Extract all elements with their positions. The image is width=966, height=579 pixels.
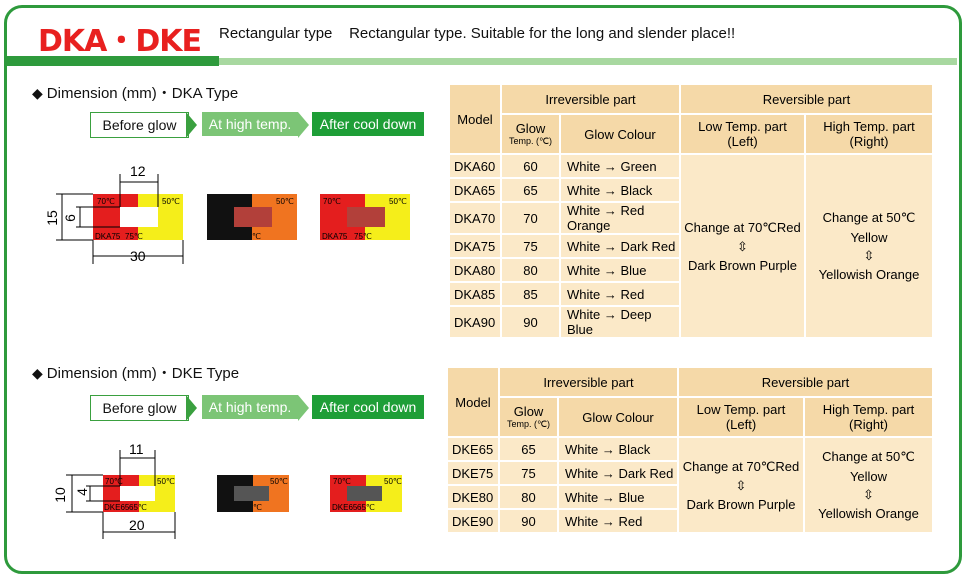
sticker-mid-temp-label: ℃	[252, 232, 261, 241]
sticker-right-temp-label: 50℃	[270, 477, 288, 486]
dka-total-width-label: 30	[130, 248, 146, 264]
diamond-icon: ◆	[32, 85, 43, 101]
dke-spec-table: Model Irreversible part Reversible part …	[446, 366, 934, 534]
high-temp-description: Change at 50℃ Yellow ⇳ Yellowish Orange	[806, 155, 932, 337]
step-after-cool-down: After cool down	[312, 395, 424, 419]
low-temp-description: Change at 70℃Red ⇳ Dark Brown Purple	[679, 438, 803, 532]
sticker-model-label: DKE65	[332, 503, 358, 512]
header-glow-colour: Glow Colour	[561, 115, 679, 153]
dke-step-flow: Before glow At high temp. After cool dow…	[90, 395, 430, 421]
sticker-right-temp-label: 50℃	[276, 197, 294, 206]
updown-arrow-icon: ⇳	[863, 248, 875, 263]
step-at-high-temp: At high temp.	[202, 395, 298, 419]
header-low-temp: Low Temp. part(Left)	[679, 398, 803, 436]
dka-inner-height-label: 6	[61, 214, 78, 222]
dka-step-flow: Before glow At high temp. After cool dow…	[90, 112, 430, 138]
dke-section-title: ◆Dimension (mm)・DKE Type	[32, 365, 240, 382]
sticker-right-temp-label: 50℃	[162, 197, 180, 206]
diamond-icon: ◆	[32, 365, 43, 381]
header-model: Model	[448, 368, 498, 436]
sticker-mid-temp-label: ℃	[253, 503, 262, 512]
dka-section-title: ◆Dimension (mm)・DKA Type	[32, 85, 239, 102]
sticker-left-temp-label: 70℃	[97, 197, 115, 206]
page-title: DKA・DKE	[38, 24, 202, 59]
header-high-temp: High Temp. part(Right)	[806, 115, 932, 153]
sticker-model-temp-label: 65℃	[129, 503, 147, 512]
sticker-model-temp-label: 75℃	[125, 232, 143, 241]
table-row: DKE65 65 White → Black Change at 70℃Red …	[448, 438, 932, 532]
updown-arrow-icon: ⇳	[737, 238, 748, 254]
low-temp-description: Change at 70℃Red ⇳ Dark Brown Purple	[681, 155, 804, 337]
arrow-right-icon	[298, 112, 309, 138]
sticker-model-label: DKA75	[322, 232, 348, 241]
sticker-right-temp-label: 50℃	[157, 477, 175, 486]
sticker-right-temp-label: 50℃	[389, 197, 407, 206]
step-before-glow: Before glow	[90, 112, 189, 138]
arrow-right-icon	[186, 395, 197, 421]
header-reversible: Reversible part	[679, 368, 932, 396]
step-after-cool-down: After cool down	[312, 112, 424, 136]
sticker-right-temp-label: 50℃	[384, 477, 402, 486]
header-bar	[7, 56, 219, 66]
sticker-left-temp-label: 70℃	[323, 197, 341, 206]
sticker-model-temp-label: 65℃	[357, 503, 375, 512]
sticker-model-temp-label: 75℃	[354, 232, 372, 241]
high-temp-description: Change at 50℃ Yellow ⇳ Yellowish Orange	[805, 438, 932, 532]
dka-height-label: 15	[43, 210, 60, 226]
sticker-model-label: DKA75	[95, 232, 121, 241]
sticker-left-temp-label: 70℃	[333, 477, 351, 486]
step-at-high-temp: At high temp.	[202, 112, 298, 136]
header-model: Model	[450, 85, 500, 153]
dke-diagram	[66, 450, 402, 539]
arrow-right-icon	[298, 395, 309, 421]
updown-arrow-icon: ⇳	[735, 477, 747, 493]
header-irreversible: Irreversible part	[500, 368, 677, 396]
header-irreversible: Irreversible part	[502, 85, 679, 113]
updown-arrow-icon: ⇳	[863, 487, 874, 502]
header-high-temp: High Temp. part(Right)	[805, 398, 932, 436]
dke-width-label: 11	[129, 441, 144, 457]
step-before-glow: Before glow	[90, 395, 189, 421]
dke-total-width-label: 20	[129, 517, 145, 533]
table-row: DKA60 60 White → Green Change at 70℃Red …	[450, 155, 932, 337]
page-subtitle: Rectangular type Rectangular type. Suita…	[219, 25, 736, 42]
dke-inner-height-label: 4	[73, 488, 90, 496]
sticker-left-temp-label: 70℃	[105, 477, 123, 486]
dka-diagram	[56, 174, 410, 264]
header-reversible: Reversible part	[681, 85, 932, 113]
dke-height-label: 10	[51, 487, 68, 503]
arrow-right-icon	[186, 112, 197, 138]
dka-spec-table: Model Irreversible part Reversible part …	[448, 83, 934, 339]
header-bar-light	[219, 58, 957, 65]
page-frame	[4, 5, 962, 574]
header-low-temp: Low Temp. part(Left)	[681, 115, 804, 153]
sticker-model-label: DKE65	[104, 503, 130, 512]
header-glow-colour: Glow Colour	[559, 398, 677, 436]
dka-width-label: 12	[130, 163, 146, 179]
